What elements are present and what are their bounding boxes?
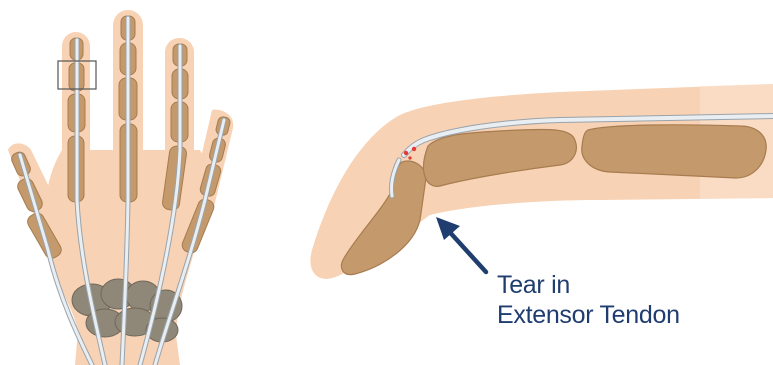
annotation-line-1: Tear in xyxy=(497,270,680,300)
finger-side-illustration xyxy=(310,84,773,279)
hand-illustration xyxy=(8,10,233,365)
arrow-icon xyxy=(436,217,486,272)
tear-annotation: Tear in Extensor Tendon xyxy=(497,270,680,330)
annotation-line-2: Extensor Tendon xyxy=(497,300,680,330)
